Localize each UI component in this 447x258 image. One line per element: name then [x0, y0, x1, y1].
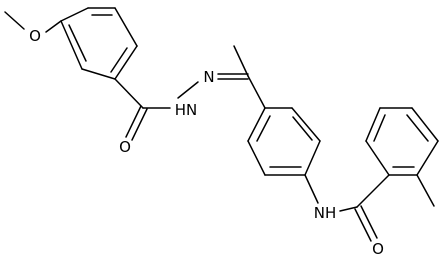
methoxy-group — [4, 11, 62, 33]
ring2-inner-double-1 — [292, 116, 313, 141]
amide-carbonyl-double-b — [360, 205, 378, 239]
ring1-bond-6 — [60, 20, 83, 70]
bond-ring2-amide-nitrogen — [304, 174, 319, 204]
ring3-bond-5 — [365, 107, 381, 142]
bond-methyl-methoxy-oxygen — [4, 11, 25, 30]
amide-nh-label: NH — [314, 204, 337, 222]
amide-linkage — [304, 174, 390, 242]
ring2-bond-5 — [247, 140, 266, 176]
bond-ring3-methyl — [416, 174, 435, 207]
amide-carbonyl-double-a — [354, 208, 372, 242]
hydrazide-linkage — [114, 45, 266, 141]
ring1-inner-double-3 — [68, 24, 87, 62]
ring3-inner-double-2 — [406, 114, 429, 142]
bond-amide-carbonyl-ring3 — [356, 174, 390, 208]
ring2-bond-3 — [304, 140, 321, 176]
ring1-bond-4 — [114, 45, 138, 80]
bond-methoxy-oxygen-ring — [45, 20, 62, 33]
ring1-bond-1 — [60, 7, 89, 22]
carbonyl-double-bond-a — [125, 105, 142, 138]
ring3-bond-6 — [365, 140, 390, 176]
bond-amide-nitrogen-carbonyl — [339, 206, 358, 212]
methoxybenzoyl-ring — [60, 7, 138, 80]
ring2-bond-2 — [291, 107, 321, 142]
central-phenylene-ring — [247, 107, 321, 176]
ring2-inner-double-3 — [256, 115, 271, 142]
ring3-inner-double-3 — [373, 114, 386, 142]
ring1-inner-double-2 — [110, 47, 128, 73]
ring1-bond-5 — [81, 68, 116, 80]
amide-carbonyl-oxygen-label: O — [372, 240, 384, 258]
ring2-bond-6 — [247, 107, 266, 142]
hydrazide-carbonyl-oxygen-label: O — [119, 138, 131, 156]
ring1-bond-3 — [114, 7, 138, 47]
methoxy-oxygen-label: O — [29, 27, 41, 45]
imine-nitrogen-label: N — [203, 68, 214, 86]
bond-imine-carbon-methyl — [233, 45, 249, 77]
bond-imine-carbon-ring2 — [247, 75, 266, 109]
ring3-bond-2 — [416, 140, 439, 176]
carbonyl-double-bond-b — [131, 108, 148, 141]
bond-nh-imine-nitrogen — [177, 81, 199, 99]
ring3-bond-3 — [411, 107, 439, 142]
hydrazide-nh-label: HN — [175, 101, 198, 119]
methylbenzoyl-ring — [365, 107, 439, 207]
bond-ring1-carbonyl-carbon — [114, 78, 144, 109]
